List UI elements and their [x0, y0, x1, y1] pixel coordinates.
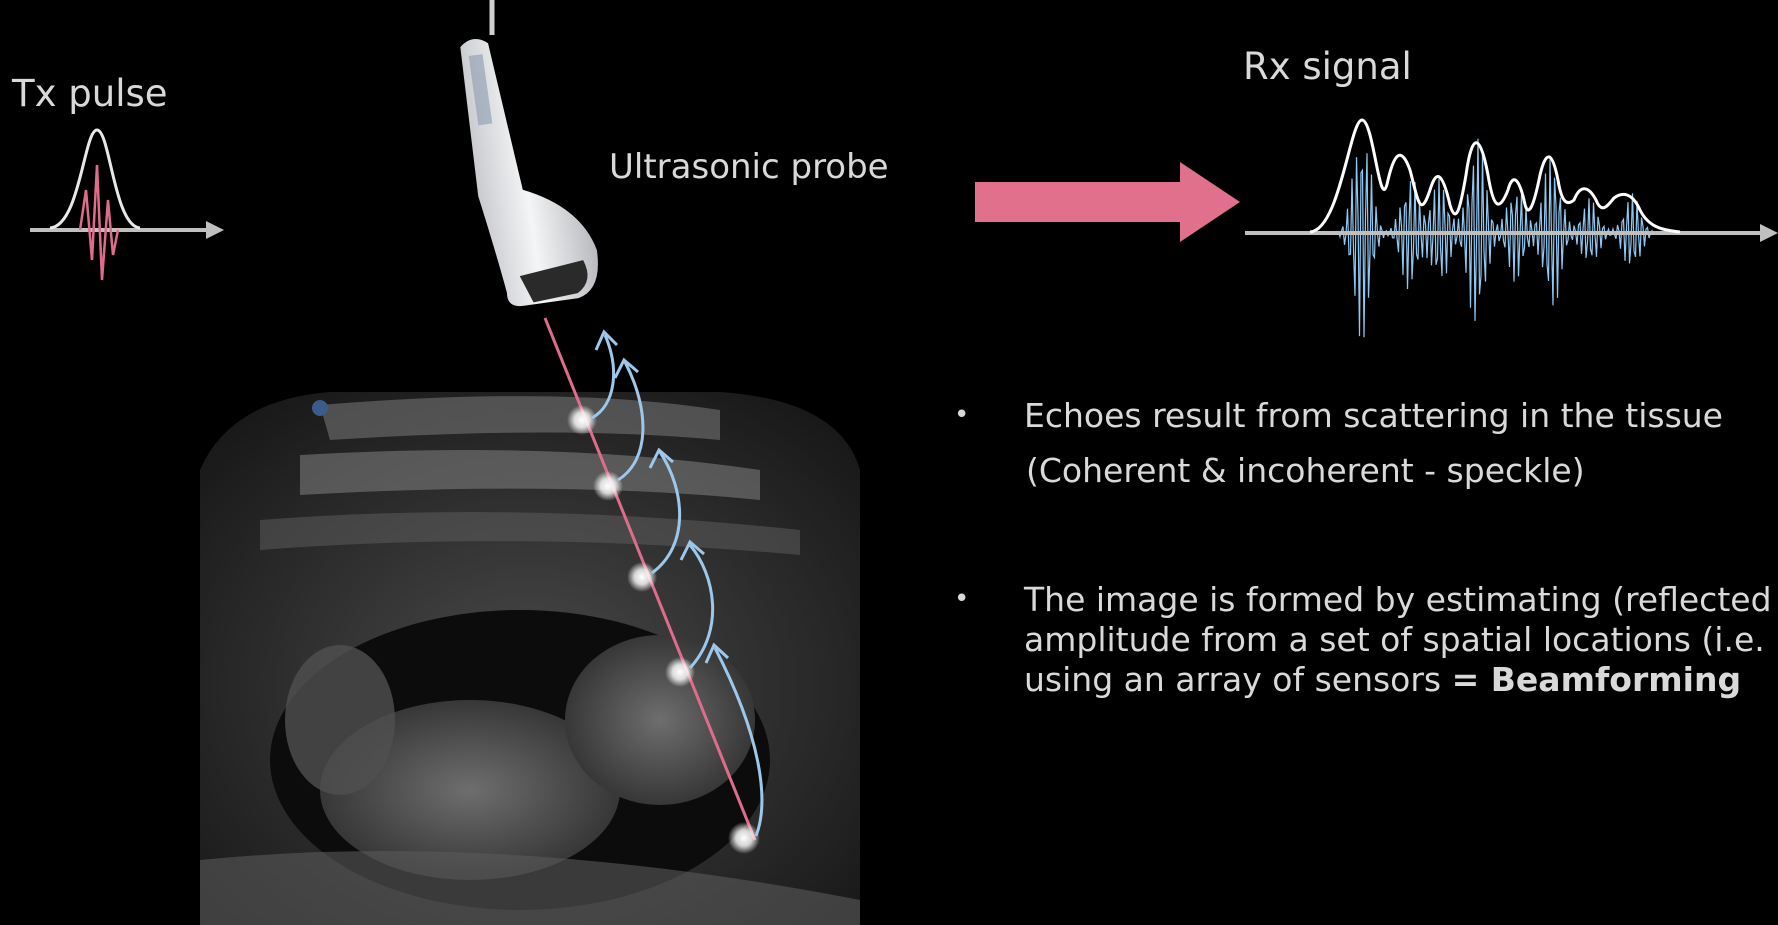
rx-signal-graphic	[1245, 120, 1778, 337]
bullet-2-line-3-text: using an array of sensors	[1024, 660, 1452, 699]
probe-label: Ultrasonic probe	[609, 147, 889, 187]
rx-signal-label: Rx signal	[1243, 45, 1412, 88]
bullet-dot: •	[954, 577, 974, 622]
tx-pulse-graphic	[30, 130, 224, 280]
bullet-2-line-1: The image is formed by estimating (refle…	[1024, 577, 1772, 622]
bullet-dot: •	[954, 393, 974, 438]
bullet-1-line-1: Echoes result from scattering in the tis…	[1024, 393, 1723, 438]
ultrasound-image	[200, 392, 860, 925]
big-arrow	[975, 162, 1240, 242]
bullet-2-line-2: amplitude from a set of spatial location…	[1024, 617, 1765, 662]
bullet-1-line-2: (Coherent & incoherent - speckle)	[1026, 448, 1585, 493]
ultrasonic-probe	[457, 0, 604, 310]
beamforming-term: = Beamforming	[1452, 660, 1741, 699]
tx-pulse-label: Tx pulse	[12, 72, 168, 115]
bullet-2-line-3: using an array of sensors = Beamforming	[1024, 657, 1741, 702]
